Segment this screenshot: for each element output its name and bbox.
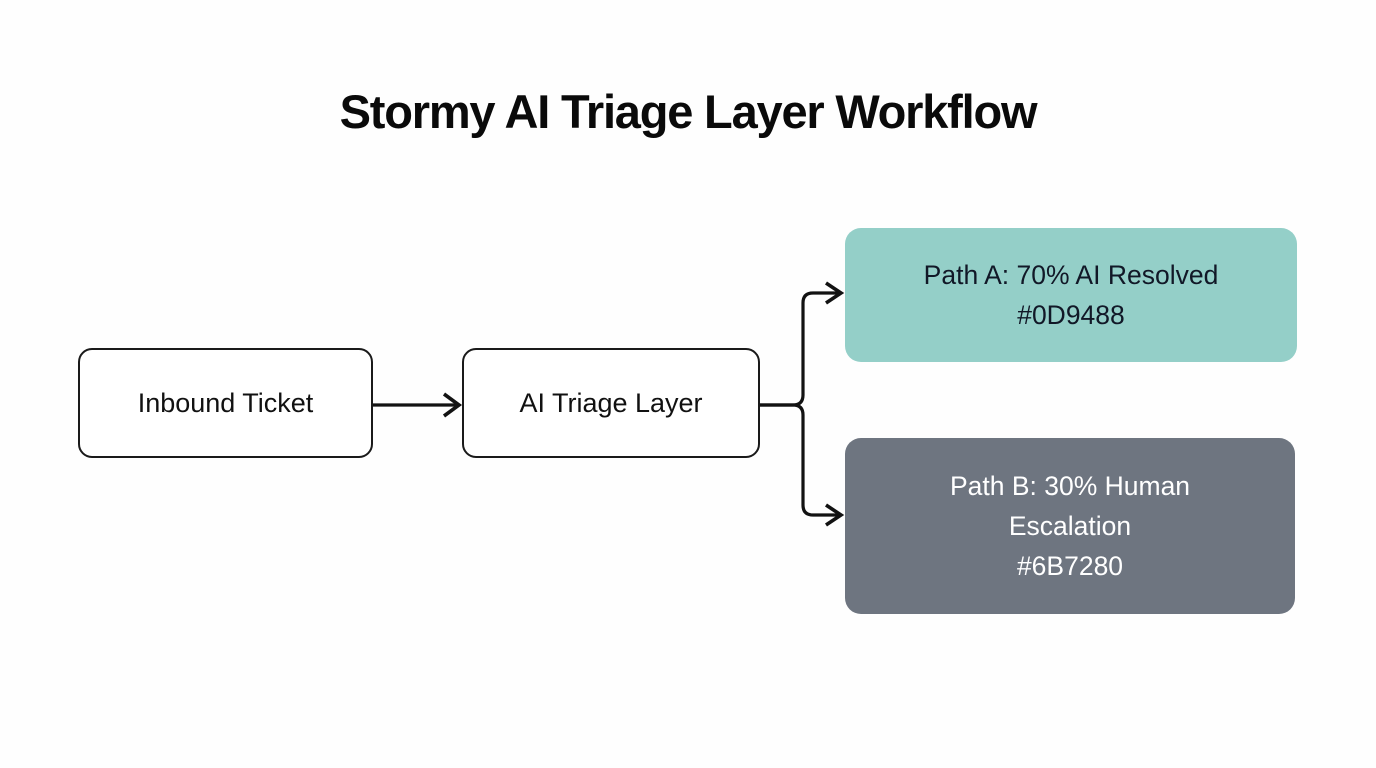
diagram-title: Stormy AI Triage Layer Workflow — [339, 85, 1038, 138]
arrow-right-icon — [825, 281, 845, 305]
node-ai-triage-layer-label: AI Triage Layer — [519, 388, 703, 418]
node-inbound-ticket: Inbound Ticket — [78, 348, 373, 458]
arrow-right-icon — [825, 503, 845, 527]
node-ai-triage-layer: AI Triage Layer — [462, 348, 760, 458]
arrow-right-icon — [442, 392, 463, 418]
node-path-a-label: Path A: 70% AI Resolved #0D9488 — [923, 260, 1219, 330]
branch-to-path-b-line — [760, 403, 838, 517]
node-path-b-label: Path B: 30% Human Escalation #6B7280 — [949, 471, 1191, 581]
node-path-a-ai-resolved: Path A: 70% AI Resolved #0D9488 — [845, 228, 1297, 362]
node-path-b-human-escalation: Path B: 30% Human Escalation #6B7280 — [845, 438, 1295, 614]
node-inbound-ticket-label: Inbound Ticket — [137, 388, 314, 418]
branch-to-path-a-line — [760, 291, 838, 407]
